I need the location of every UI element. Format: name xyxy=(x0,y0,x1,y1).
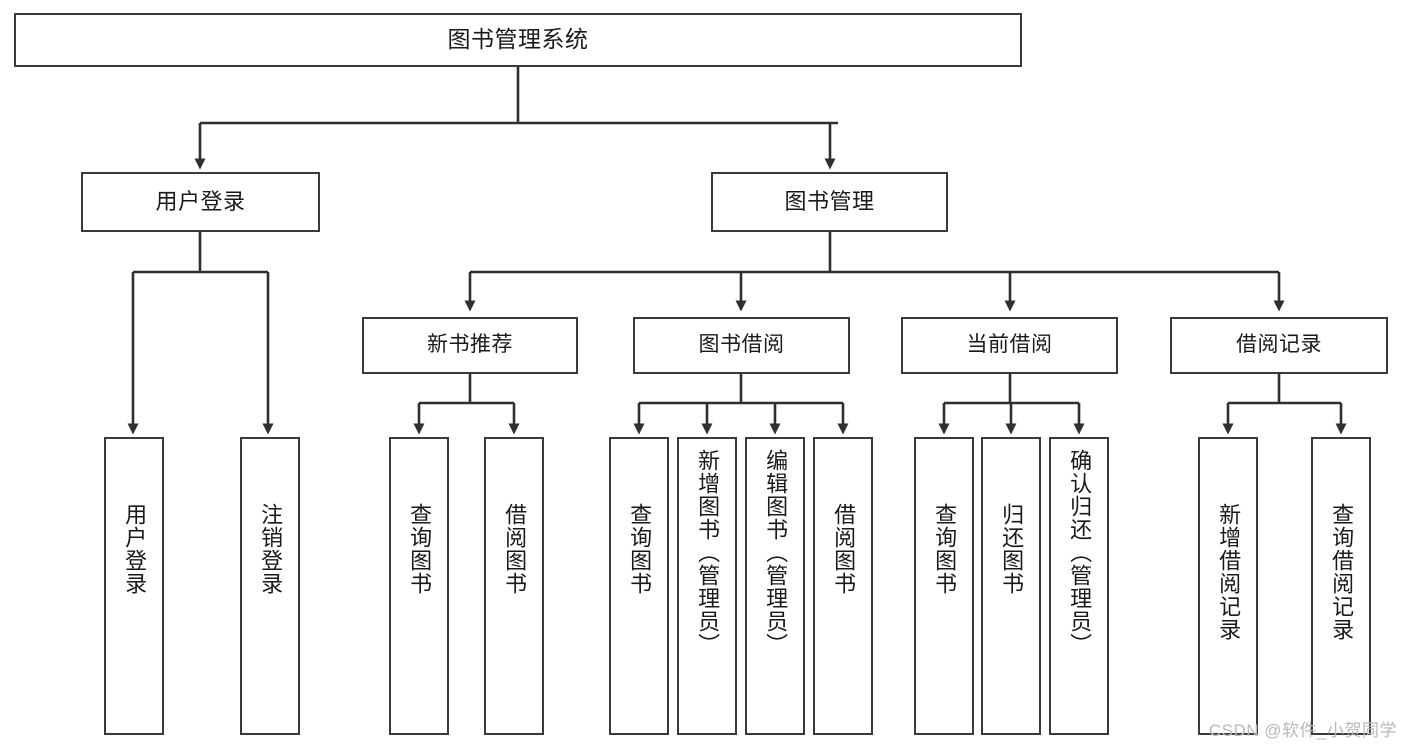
node-book-manage-label: 图书管理 xyxy=(784,189,875,215)
node-leaf-confirm-return-label: 确认归还（管理员） xyxy=(1067,449,1093,656)
node-leaf-user-login[interactable]: 用户登录 xyxy=(104,437,164,735)
node-user-login-label: 用户登录 xyxy=(155,189,246,215)
node-leaf-logout[interactable]: 注销登录 xyxy=(240,437,300,735)
node-root-label: 图书管理系统 xyxy=(447,26,589,53)
node-leaf-query-book-2[interactable]: 查询图书 xyxy=(609,437,669,735)
node-leaf-add-book[interactable]: 新增图书（管理员） xyxy=(677,437,737,735)
node-leaf-return-book[interactable]: 归还图书 xyxy=(981,437,1041,735)
node-leaf-add-record[interactable]: 新增借阅记录 xyxy=(1198,437,1258,735)
node-leaf-borrow-book-1[interactable]: 借阅图书 xyxy=(484,437,544,735)
node-leaf-user-login-label: 用户登录 xyxy=(122,503,148,595)
node-leaf-edit-book[interactable]: 编辑图书（管理员） xyxy=(745,437,805,735)
node-leaf-borrow-book-1-label: 借阅图书 xyxy=(502,503,528,595)
node-leaf-add-book-label: 新增图书（管理员） xyxy=(695,449,721,656)
node-borrow-record-label: 借阅记录 xyxy=(1236,333,1322,357)
node-leaf-query-book-1[interactable]: 查询图书 xyxy=(389,437,449,735)
node-book-borrow-label: 图书借阅 xyxy=(698,333,785,357)
node-book-borrow[interactable]: 图书借阅 xyxy=(633,317,850,374)
node-leaf-query-book-3[interactable]: 查询图书 xyxy=(914,437,974,735)
node-leaf-return-book-label: 归还图书 xyxy=(999,503,1025,595)
node-leaf-edit-book-label: 编辑图书（管理员） xyxy=(763,449,789,656)
node-leaf-add-record-label: 新增借阅记录 xyxy=(1216,503,1242,641)
node-borrow-record[interactable]: 借阅记录 xyxy=(1170,317,1388,374)
node-new-book-rec[interactable]: 新书推荐 xyxy=(362,317,578,374)
node-leaf-query-book-2-label: 查询图书 xyxy=(627,503,653,595)
node-root[interactable]: 图书管理系统 xyxy=(14,13,1022,67)
node-leaf-query-book-1-label: 查询图书 xyxy=(407,503,433,595)
node-user-login[interactable]: 用户登录 xyxy=(81,172,320,232)
watermark: CSDN @软件_小贺同学 xyxy=(1208,721,1397,740)
node-book-manage[interactable]: 图书管理 xyxy=(711,172,948,232)
node-leaf-query-record-label: 查询借阅记录 xyxy=(1329,503,1355,641)
node-leaf-borrow-book-2[interactable]: 借阅图书 xyxy=(813,437,873,735)
node-leaf-query-book-3-label: 查询图书 xyxy=(932,503,958,595)
node-current-borrow-label: 当前借阅 xyxy=(966,333,1053,357)
node-leaf-borrow-book-2-label: 借阅图书 xyxy=(831,503,857,595)
node-new-book-rec-label: 新书推荐 xyxy=(427,333,513,357)
node-leaf-logout-label: 注销登录 xyxy=(258,503,284,595)
node-current-borrow[interactable]: 当前借阅 xyxy=(901,317,1118,374)
node-leaf-confirm-return[interactable]: 确认归还（管理员） xyxy=(1049,437,1109,735)
node-leaf-query-record[interactable]: 查询借阅记录 xyxy=(1311,437,1371,735)
